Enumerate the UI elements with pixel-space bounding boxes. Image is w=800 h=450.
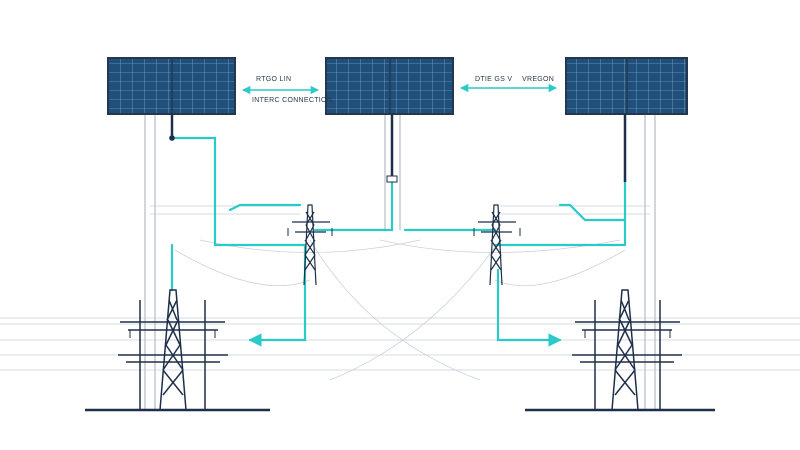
cable-left-branch [228, 203, 302, 212]
transmission-tower-icon [292, 204, 330, 286]
solar-panel-center [325, 57, 454, 183]
left-arrow-label: RTGO LIN [256, 76, 292, 83]
panel-support-posts [144, 115, 656, 410]
cable-right-tower-link [496, 268, 562, 347]
cable-right-main [493, 178, 627, 247]
transmission-tower-icon [118, 289, 228, 411]
insulators [129, 228, 671, 338]
cable-right-branch [558, 203, 627, 222]
left-connection-label: INTERC CONNECTION [252, 97, 333, 104]
interconnection-cables [170, 136, 627, 347]
right-arrow-label-a: DTIE GS V [475, 76, 513, 83]
cable-left-main [170, 136, 307, 247]
background-wires [0, 205, 800, 381]
transmission-tower-icon [478, 204, 516, 286]
solar-panel-right [565, 57, 688, 182]
right-arrow-label-b: VREGON [522, 76, 555, 83]
transmission-tower-icon [572, 289, 682, 411]
solar-panel-left [107, 57, 236, 141]
cable-center [313, 178, 394, 232]
cable-left-tower-link [248, 243, 307, 347]
